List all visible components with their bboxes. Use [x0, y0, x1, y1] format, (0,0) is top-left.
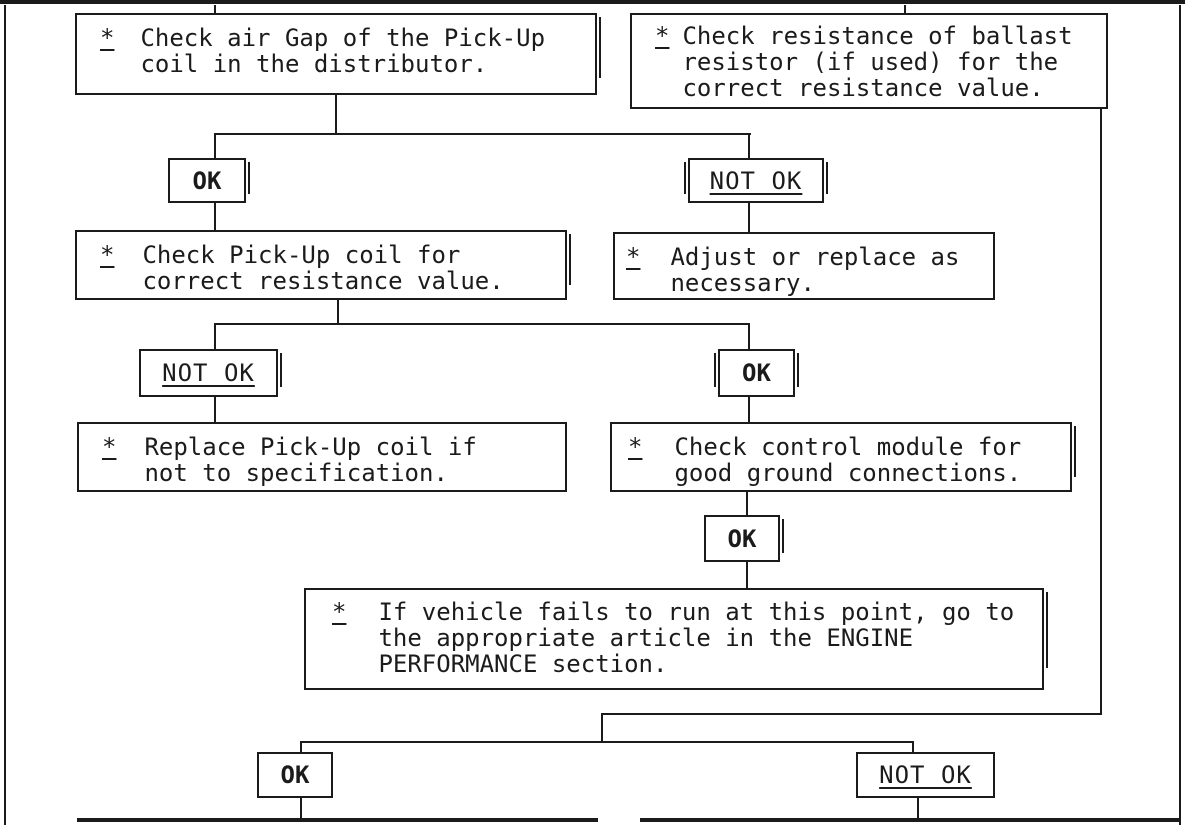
step-text: Replace Pick-Up coil if not to specifica…: [144, 433, 477, 487]
step-text: Check control module for good ground con…: [674, 433, 1022, 487]
connector-branch1-to-notok1: [748, 133, 750, 158]
decision-label: OK: [742, 359, 771, 387]
connector-branch1-to-ok1: [214, 133, 216, 158]
asterisk-bullet: *: [102, 433, 117, 461]
step-text: If vehicle fails to run at this point, g…: [378, 598, 1015, 678]
connector-branch2-to-notok2: [214, 323, 216, 349]
asterisk-bullet: *: [655, 22, 670, 50]
step-box-check-air-gap: * Check air Gap of the Pick-Up coil in t…: [75, 13, 601, 95]
decision-label: NOT OK: [879, 761, 972, 789]
page-border-left: [4, 5, 6, 825]
connector-notokbottom-out: [917, 798, 919, 819]
decision-label: OK: [280, 761, 310, 789]
connector-notok2-to-replace: [214, 397, 216, 422]
asterisk-bullet: *: [100, 241, 115, 269]
connector-branch1-horizontal: [214, 133, 751, 135]
connector-branch3-to-okbottom: [300, 741, 302, 752]
connector-branch2-horizontal: [214, 323, 750, 325]
decision-box-ok-1: OK: [168, 158, 250, 203]
connector-step-down: [601, 713, 603, 741]
page-border-right: [1179, 5, 1181, 825]
asterisk-bullet: *: [100, 24, 115, 52]
connector-branch3-horizontal: [300, 741, 914, 743]
step-box-adjust-or-replace: * Adjust or replace as necessary.: [613, 232, 995, 300]
decision-box-not-ok-2: NOT OK: [139, 349, 282, 397]
cutoff-box-top-left: [77, 818, 598, 822]
decision-box-ok-3: OK: [704, 515, 784, 562]
connector-branch3-to-notokbottom: [912, 741, 914, 752]
connector-ok2-to-module: [748, 397, 750, 422]
connector-air-gap-out: [335, 95, 337, 133]
connector-top-into-ballast: [904, 5, 906, 14]
connector-top-into-air-gap: [214, 5, 216, 14]
decision-label: NOT OK: [709, 166, 803, 195]
decision-box-not-ok-1: NOT OK: [684, 158, 828, 203]
connector-ok1-to-pickup: [214, 203, 216, 230]
decision-label: OK: [727, 524, 757, 553]
decision-box-ok-2: OK: [714, 349, 799, 397]
step-text: Check Pick-Up coil for correct resistanc…: [142, 241, 504, 295]
step-box-check-ballast-resistor: * Check resistance of ballast resistor (…: [630, 13, 1108, 109]
connector-okbottom-out: [300, 798, 302, 819]
connector-module-to-ok3: [746, 492, 748, 515]
connector-ballast-tall-vertical: [1100, 109, 1102, 715]
connector-notok1-to-adjust: [748, 203, 750, 232]
connector-pickup-out: [337, 300, 339, 323]
asterisk-bullet: *: [628, 433, 643, 461]
decision-label: NOT OK: [162, 359, 255, 387]
asterisk-bullet: *: [626, 243, 641, 271]
decision-label: OK: [192, 166, 222, 195]
step-text: Check resistance of ballast resistor (if…: [682, 22, 1073, 102]
connector-branch2-to-ok2: [748, 323, 750, 349]
step-text: Check air Gap of the Pick-Up coil in the…: [140, 24, 546, 78]
step-box-replace-pickup-coil: * Replace Pick-Up coil if not to specifi…: [77, 422, 567, 492]
connector-ok3-to-engine: [746, 562, 748, 588]
step-text: Adjust or replace as necessary.: [670, 243, 960, 297]
page-border-top: [0, 0, 1185, 4]
decision-box-ok-bottom: OK: [257, 752, 333, 798]
step-box-check-control-module: * Check control module for good ground c…: [610, 422, 1076, 492]
decision-box-not-ok-bottom: NOT OK: [856, 752, 995, 798]
asterisk-bullet: *: [332, 598, 347, 626]
step-box-engine-performance-note: * If vehicle fails to run at this point,…: [304, 588, 1048, 690]
cutoff-box-top-right: [640, 818, 1179, 822]
connector-tall-return-horizontal: [601, 713, 1102, 715]
step-box-check-pickup-resistance: * Check Pick-Up coil for correct resista…: [75, 230, 571, 300]
